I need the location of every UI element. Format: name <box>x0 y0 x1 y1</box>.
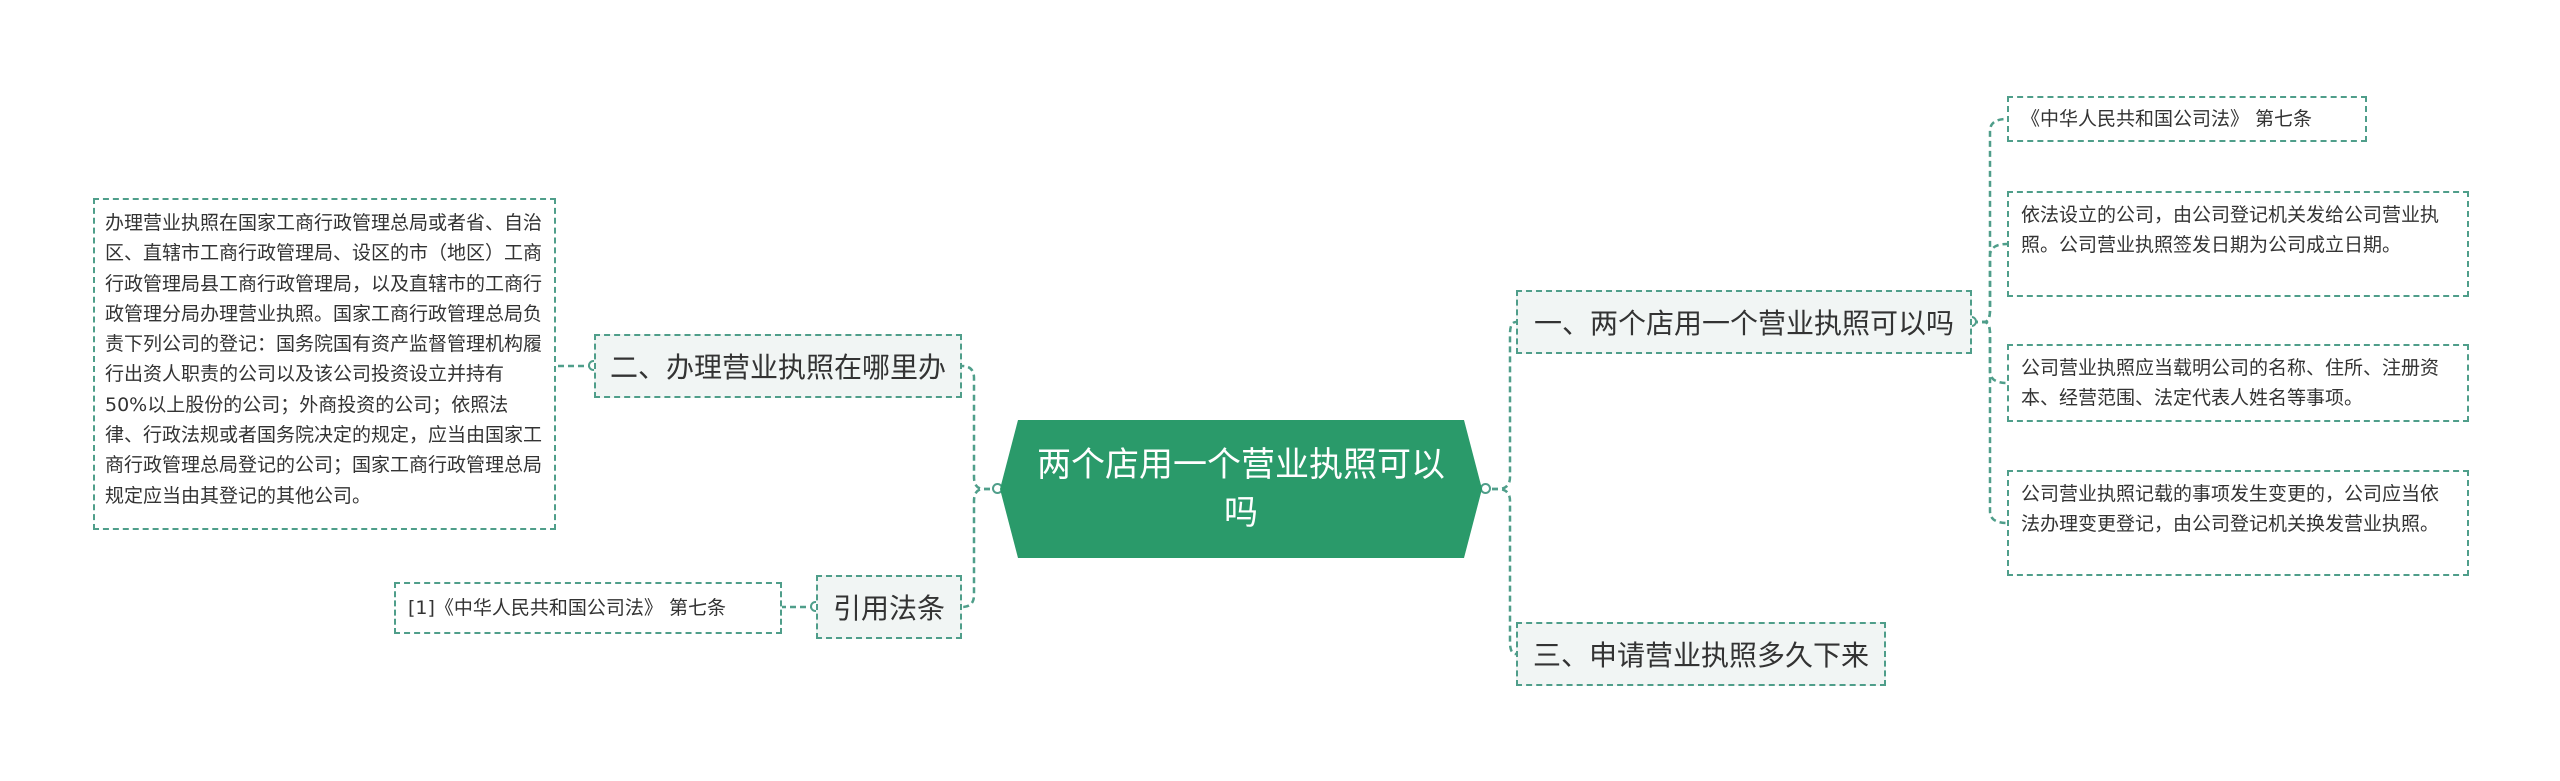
link-t1-d4 <box>1972 320 2008 525</box>
detail-text: 《中华人民共和国公司法》 第七条 <box>2021 108 2313 130</box>
topic-label: 一、两个店用一个营业执照可以吗 <box>1533 307 1954 340</box>
link-root-t1 <box>1482 320 1517 491</box>
detail-company-law-article-7[interactable]: 《中华人民共和国公司法》 第七条 <box>2007 96 2367 142</box>
link-root-t4 <box>1482 487 1517 656</box>
topic-label: 三、申请营业执照多久下来 <box>1532 639 1869 672</box>
topic-how-long-to-get-license[interactable]: 三、申请营业执照多久下来 <box>1516 622 1886 686</box>
link-root-t3 <box>961 487 1000 609</box>
detail-license-change[interactable]: 公司营业执照记载的事项发生变更的，公司应当依法办理变更登记，由公司登记机关换发营… <box>2007 470 2469 576</box>
root-node-label: 两个店用一个营业执照可以吗 <box>1037 445 1445 533</box>
detail-text: 办理营业执照在国家工商行政管理总局或者省、自治区、直辖市工商行政管理局、设区的市… <box>105 212 543 507</box>
topic-label: 二、办理营业执照在哪里办 <box>609 351 946 384</box>
root-node-shape <box>1000 420 1482 558</box>
link-t1-d2 <box>1972 242 2008 324</box>
topic-cited-law[interactable]: 引用法条 <box>816 575 962 639</box>
detail-text: [1]《中华人民共和国公司法》 第七条 <box>408 597 726 619</box>
detail-license-issuance[interactable]: 依法设立的公司，由公司登记机关发给公司营业执照。公司营业执照签发日期为公司成立日… <box>2007 191 2469 297</box>
detail-text: 公司营业执照记载的事项发生变更的，公司应当依法办理变更登记，由公司登记机关换发营… <box>2021 483 2440 535</box>
detail-where-to-apply[interactable]: 办理营业执照在国家工商行政管理总局或者省、自治区、直辖市工商行政管理局、设区的市… <box>93 198 556 530</box>
detail-text: 依法设立的公司，由公司登记机关发给公司营业执照。公司营业执照签发日期为公司成立日… <box>2021 204 2440 256</box>
topic-can-two-stores-share-license[interactable]: 一、两个店用一个营业执照可以吗 <box>1516 290 1972 354</box>
detail-text: 公司营业执照应当载明公司的名称、住所、注册资本、经营范围、法定代表人姓名等事项。 <box>2021 357 2440 409</box>
root-node[interactable]: 两个店用一个营业执照可以吗 <box>1000 420 1482 558</box>
detail-license-contents[interactable]: 公司营业执照应当载明公司的名称、住所、注册资本、经营范围、法定代表人姓名等事项。 <box>2007 344 2469 422</box>
link-root-t2 <box>961 364 1000 491</box>
topic-where-to-apply[interactable]: 二、办理营业执照在哪里办 <box>594 334 962 398</box>
topic-label: 引用法条 <box>832 592 945 625</box>
detail-cited-article[interactable]: [1]《中华人民共和国公司法》 第七条 <box>394 582 782 634</box>
